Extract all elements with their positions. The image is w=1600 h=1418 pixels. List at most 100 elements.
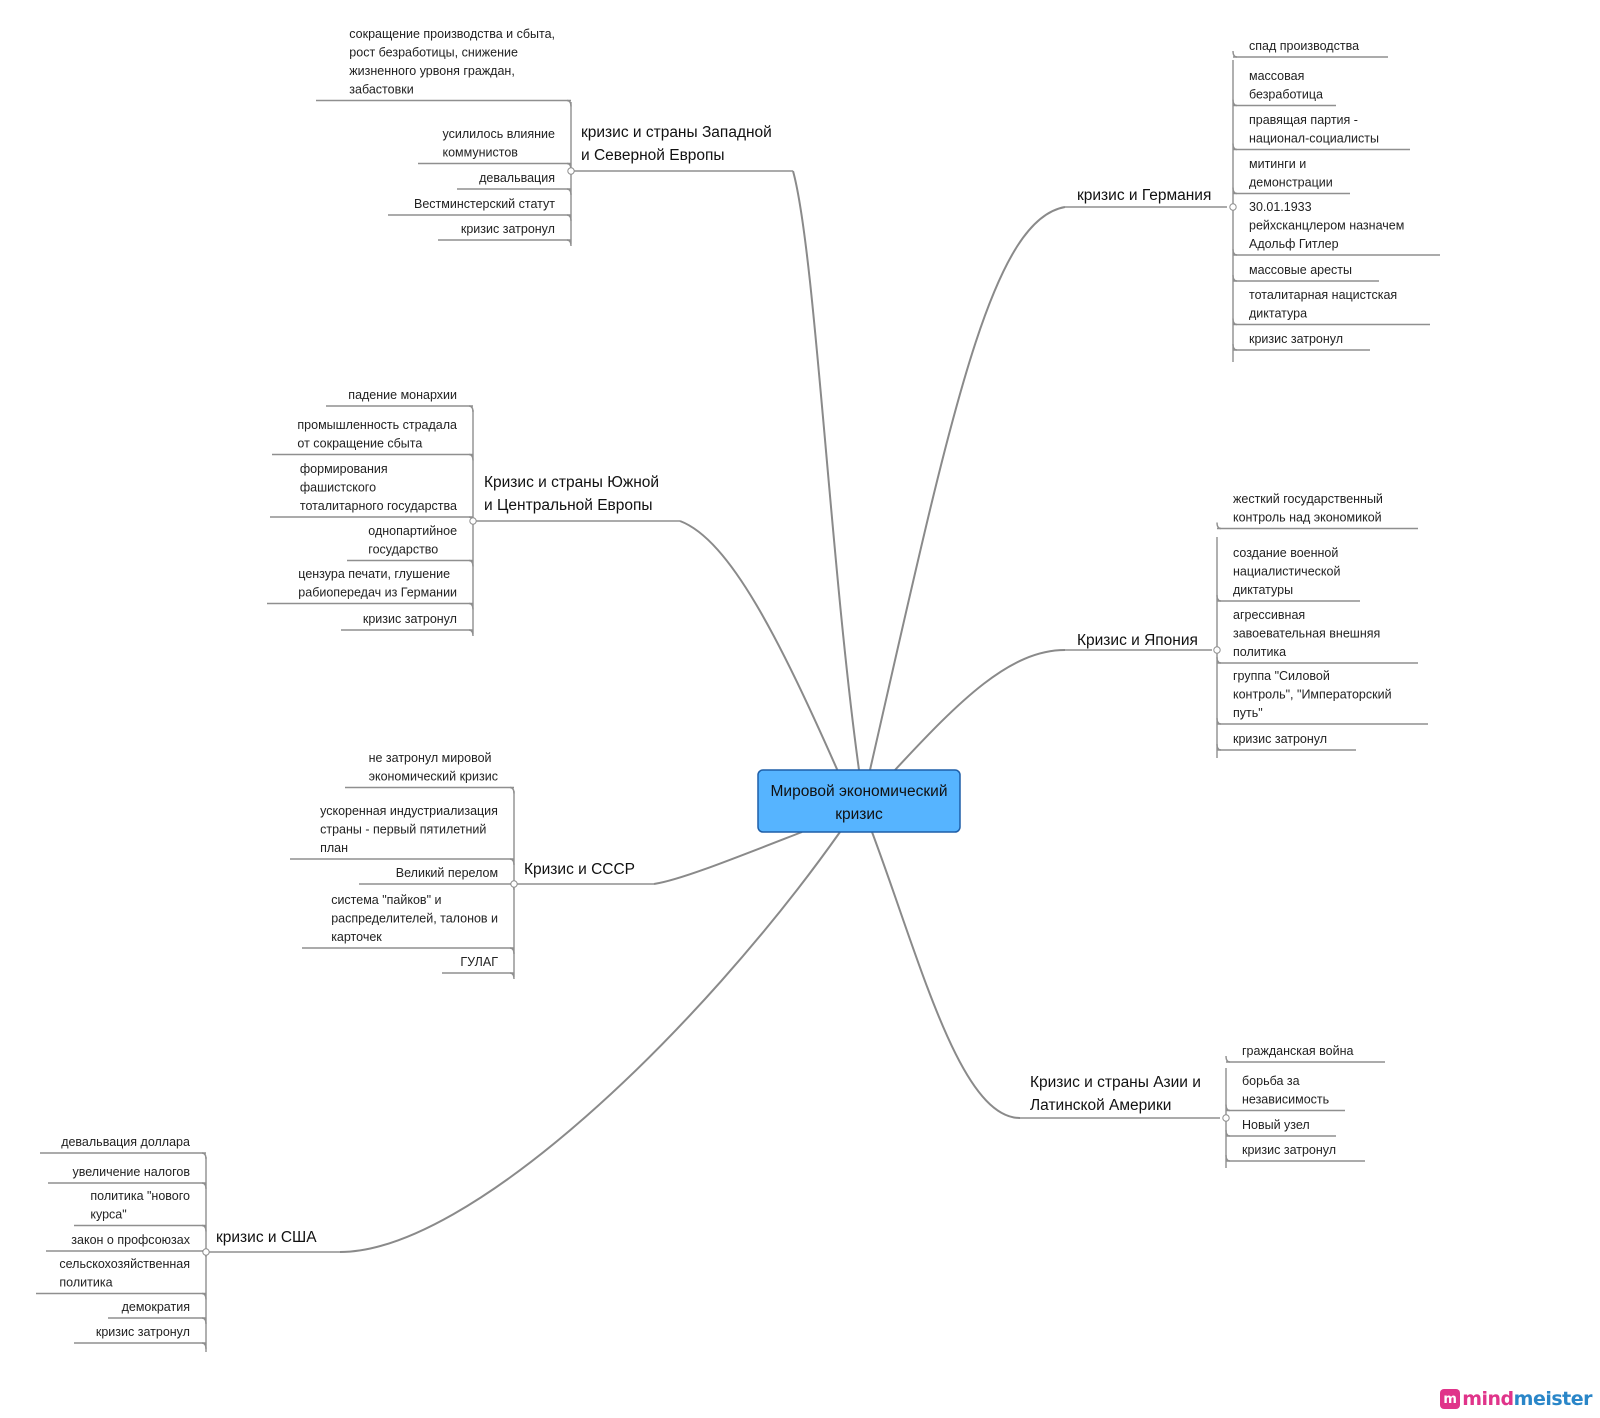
topic-japan[interactable]: Кризис и Япония	[1065, 632, 1212, 651]
leaf-text: митинги и	[1249, 157, 1306, 171]
leaf-text: жизненного урвоня граждан,	[349, 64, 515, 78]
leaf-text: демонстрации	[1249, 176, 1333, 190]
topic-germany[interactable]: кризис и Германия	[1065, 187, 1227, 208]
leaf-item[interactable]: массовые аресты	[1232, 263, 1379, 282]
leaf-item[interactable]: демократия	[108, 1300, 207, 1325]
collapse-knob-south[interactable]	[469, 517, 477, 525]
collapse-knob-ussr[interactable]	[510, 880, 518, 888]
leaf-item[interactable]: кризис затронул	[1216, 732, 1356, 751]
leaf-item[interactable]: падение монархии	[326, 388, 474, 413]
leaf-text: рабиопередач из Германии	[298, 586, 457, 600]
topic-ussr-line: Кризис и СССР	[524, 861, 635, 878]
leaf-text: распределителей, талонов и	[331, 912, 498, 926]
trunk-ussr	[653, 831, 803, 885]
leaf-item[interactable]: девальвация	[457, 171, 572, 196]
leaf-text: безработица	[1249, 88, 1323, 102]
leaf-item[interactable]: сельскохозяйственная политика	[36, 1257, 207, 1300]
leaf-text: система "пайков" и	[331, 893, 441, 907]
central-node-box	[757, 769, 961, 833]
leaf-item[interactable]: система "пайков" и распределителей, талон…	[302, 893, 515, 955]
leaf-connector	[1216, 717, 1222, 725]
topic-south-line: Кризис и страны Южной	[484, 474, 659, 491]
collapse-knob-usa[interactable]	[202, 1248, 210, 1256]
leaf-item[interactable]: девальвация доллара	[40, 1135, 207, 1160]
leaf-text: политика	[59, 1276, 112, 1290]
leaf-connector	[509, 786, 515, 794]
leaf-text: формирования	[300, 462, 388, 476]
leaf-item[interactable]: увеличение налогов	[48, 1165, 207, 1190]
leaf-item[interactable]: митинги и демонстрации	[1232, 157, 1350, 195]
leaf-text: сельскохозяйственная	[59, 1257, 190, 1271]
leaf-text: Вестминстерский статут	[414, 197, 555, 211]
leaf-item[interactable]: сокращение производства и сбыта,рост без…	[316, 27, 572, 107]
collapse-knob-west[interactable]	[567, 167, 575, 175]
central-node[interactable]: Мировой экономический кризис	[757, 769, 961, 833]
leaf-connector	[1225, 1055, 1231, 1063]
leaf-connector	[1232, 187, 1238, 195]
collapse-knob-germany[interactable]	[1229, 203, 1237, 211]
leaf-item[interactable]: кризис затронул	[1225, 1143, 1365, 1162]
leaf-item[interactable]: ГУЛАГ	[442, 955, 515, 980]
leaf-connector	[468, 559, 474, 567]
leaf-connector	[1232, 318, 1238, 326]
trunk-japan	[894, 649, 1066, 771]
leaf-item[interactable]: кризис затронул	[74, 1325, 207, 1350]
leaf-text: диктатуры	[1233, 583, 1293, 597]
leaf-item[interactable]: кризис затронул	[1232, 332, 1370, 351]
leaf-item[interactable]: правящая партия -национал-социалисты	[1232, 113, 1410, 151]
leaf-item[interactable]: Великий перелом	[359, 866, 515, 891]
topic-west-line: и Северной Европы	[581, 147, 725, 164]
leaf-text: девальвация	[479, 171, 555, 185]
leaf-text: рост безработицы, снижение	[349, 46, 518, 60]
leaf-connector	[1216, 743, 1222, 751]
leaf-item[interactable]: Новый узел	[1225, 1118, 1336, 1137]
leaf-item[interactable]: кризис затронул	[438, 222, 572, 247]
collapse-knob-japan[interactable]	[1213, 646, 1221, 654]
leaf-connector	[1232, 143, 1238, 151]
leaf-connector	[1232, 248, 1238, 256]
leaf-connector	[1216, 594, 1222, 602]
leaf-connector	[566, 188, 572, 196]
leaf-text: закон о профсоюзах	[71, 1233, 190, 1247]
leaf-item[interactable]: гражданская война	[1225, 1044, 1385, 1063]
leaf-text: спад производства	[1249, 39, 1359, 53]
topic-ussr[interactable]: Кризис и СССР	[514, 861, 654, 885]
topic-usa[interactable]: кризис и США	[206, 1229, 340, 1253]
leaf-text: кризис затронул	[1249, 332, 1343, 346]
leaf-item[interactable]: закон о профсоюзах	[46, 1233, 207, 1258]
leaf-text: независимость	[1242, 1093, 1329, 1107]
leaf-text: государство	[368, 543, 438, 557]
topic-asia-line: Кризис и страны Азии и	[1030, 1074, 1201, 1091]
leaf-connector	[201, 1224, 207, 1232]
leaf-text: диктатура	[1249, 307, 1307, 321]
mindmeister-logo-text: mindmeister	[1462, 1388, 1592, 1410]
leaf-text: рейхсканцлером назначем	[1249, 219, 1404, 233]
leaf-connector	[1216, 656, 1222, 664]
leaf-text: группа "Силовой	[1233, 669, 1330, 683]
leaf-item[interactable]: создание военнойнациалистическойдиктатур…	[1216, 546, 1360, 602]
leaf-item[interactable]: Вестминстерский статут	[388, 197, 572, 222]
leaf-item[interactable]: спад производства	[1232, 39, 1388, 58]
collapse-knob-asia[interactable]	[1222, 1114, 1230, 1122]
leaf-text: кризис затронул	[363, 612, 457, 626]
leaf-item[interactable]: кризис затронул	[341, 612, 474, 637]
